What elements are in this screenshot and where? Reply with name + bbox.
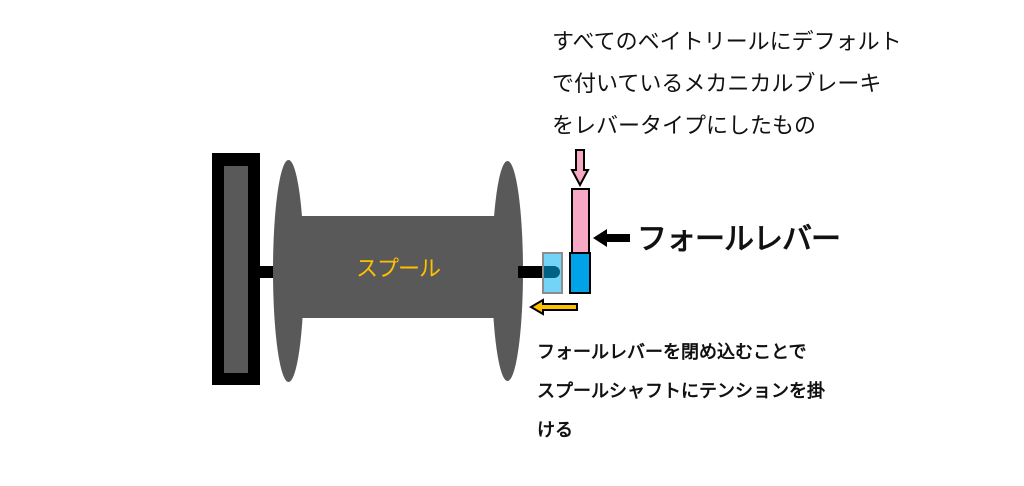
- yellow-left-arrow-icon: [529, 298, 578, 316]
- top-note-line: すべてのベイトリールにデフォルト: [552, 30, 902, 55]
- top-note-line: で付いているメカニカルブレーキ: [552, 72, 882, 97]
- pink-down-arrow-icon: [570, 149, 590, 188]
- spool-flange-left: [273, 160, 304, 382]
- bottom-note-line: フォールレバーを閉め込むことで: [537, 342, 807, 363]
- spool-label: スプール: [355, 257, 441, 282]
- reel-side-frame-inner: [224, 166, 248, 373]
- bottom-note-line: ける: [537, 420, 573, 441]
- top-note: すべてのベイトリールにデフォルト で付いているメカニカルブレーキ をレバータイプ…: [552, 22, 902, 148]
- fall-lever-handle: [571, 188, 590, 254]
- bottom-note: フォールレバーを閉め込むことで スプールシャフトにテンションを掛 ける: [537, 333, 825, 450]
- bottom-note-line: スプールシャフトにテンションを掛: [537, 381, 825, 402]
- fall-lever-label: フォールレバー: [637, 222, 841, 257]
- fall-lever-base: [569, 252, 591, 294]
- black-left-arrow-icon: [593, 229, 630, 247]
- pressed-brake-block: [542, 252, 563, 294]
- top-note-line: をレバータイプにしたもの: [552, 114, 817, 139]
- spool-flange-right: [492, 161, 523, 381]
- spool-body: [300, 216, 496, 318]
